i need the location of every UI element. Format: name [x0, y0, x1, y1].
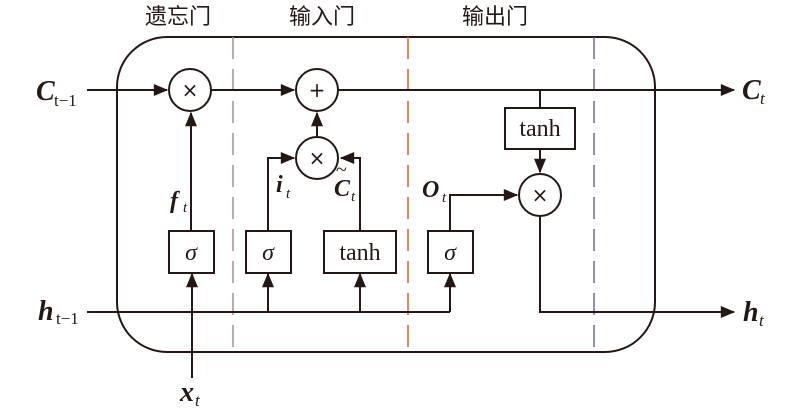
cell-add-node: +	[295, 68, 339, 112]
candidate-tanh-box: tanh	[323, 230, 397, 274]
h-out-line	[539, 216, 736, 318]
h-prev-label: h t−1	[38, 296, 79, 328]
svg-text:σ: σ	[185, 240, 198, 266]
svg-text:O: O	[422, 177, 439, 203]
svg-text:t: t	[183, 200, 188, 216]
svg-text:tanh: tanh	[519, 116, 560, 142]
svg-text:~: ~	[336, 159, 347, 181]
i-label: i t	[276, 172, 291, 202]
o-label: O t	[422, 177, 447, 206]
c-tilde-line	[339, 152, 361, 230]
svg-text:t: t	[195, 391, 201, 410]
o-line	[449, 189, 519, 230]
output-multiply-node: ×	[518, 173, 562, 217]
svg-text:tanh: tanh	[339, 240, 380, 266]
svg-text:t: t	[442, 190, 447, 206]
output-gate-title: 输出门	[462, 5, 528, 30]
h-out-label: h t	[743, 297, 765, 330]
svg-text:t−1: t−1	[54, 91, 77, 110]
forget-multiply-node: ×	[168, 68, 212, 112]
svg-text:h: h	[743, 297, 759, 328]
svg-text:C: C	[36, 76, 55, 107]
c-out-label: C t	[742, 75, 766, 108]
svg-text:i: i	[276, 172, 283, 198]
i-line	[267, 152, 296, 230]
multiply-icon: ×	[182, 78, 199, 102]
forget-gate-title: 遗忘门	[145, 5, 211, 30]
output-sigma-box: σ	[427, 230, 474, 274]
multiply-icon: ×	[309, 146, 326, 170]
svg-text:t−1: t−1	[56, 309, 79, 328]
svg-text:f: f	[170, 188, 180, 214]
f-label: f t	[170, 188, 188, 216]
svg-text:t: t	[351, 189, 356, 205]
svg-text:σ: σ	[262, 240, 275, 266]
c-tilde-label: ~ C t	[334, 159, 356, 205]
c-prev-label: C t−1	[36, 76, 77, 110]
cell-tanh-box: tanh	[504, 107, 576, 150]
svg-text:x: x	[179, 377, 194, 408]
multiply-icon: ×	[532, 183, 549, 207]
svg-text:t: t	[759, 311, 765, 330]
svg-text:σ: σ	[444, 240, 457, 266]
input-gate-title: 输入门	[289, 5, 355, 30]
svg-text:t: t	[760, 89, 766, 108]
svg-text:C: C	[742, 75, 761, 106]
cell-boundary	[116, 36, 656, 353]
add-icon: +	[309, 78, 326, 102]
input-sigma-box: σ	[245, 230, 292, 274]
input-multiply-node: ×	[295, 136, 339, 180]
svg-text:h: h	[38, 296, 54, 327]
svg-text:t: t	[286, 186, 291, 202]
forget-sigma-box: σ	[168, 230, 215, 274]
x-label: x t	[179, 377, 201, 410]
svg-text:C: C	[334, 176, 351, 202]
